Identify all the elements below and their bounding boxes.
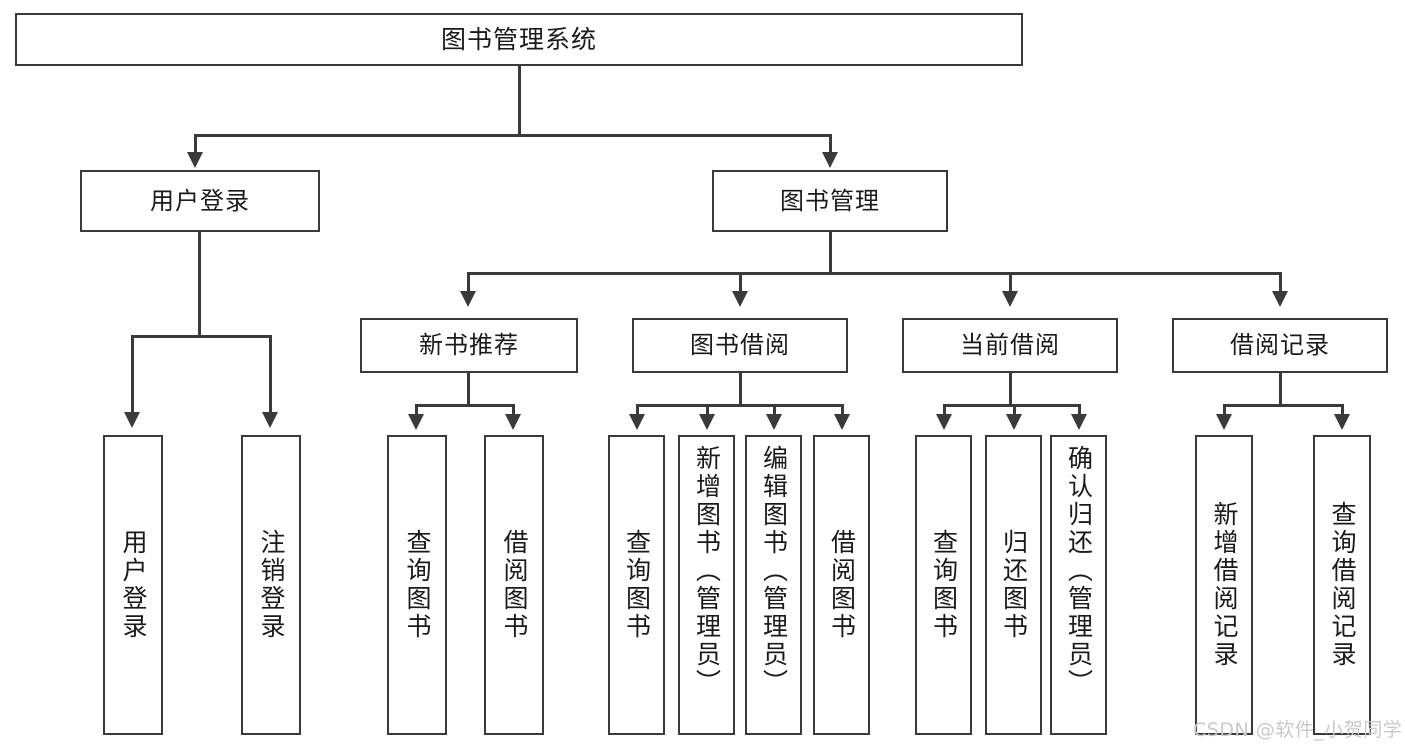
node-label: 编辑图书（管理员） [759, 445, 789, 697]
leaf-query-book-recommend[interactable]: 查询图书 [387, 435, 447, 735]
csdn-watermark: CSDN @软件_小贺同学 [1193, 719, 1403, 741]
connector-user-login-stem [198, 232, 201, 337]
leaf-confirm-return[interactable]: 确认归还（管理员） [1050, 435, 1107, 735]
connector-book-borrow-stem [739, 373, 742, 406]
node-label: 用户登录 [150, 186, 250, 215]
node-book-borrow[interactable]: 图书借阅 [632, 318, 848, 373]
node-new-book-recommend[interactable]: 新书推荐 [360, 318, 578, 373]
connector-root-leg-right [829, 134, 832, 157]
node-label: 查询图书 [403, 529, 432, 641]
connector-root-bus [195, 134, 831, 137]
arrow-to-leaf-return-book [1006, 414, 1022, 430]
arrow-to-leaf-query-book-2 [629, 414, 645, 430]
connector-book-manage-stem [829, 232, 832, 274]
arrow-to-book-manage [822, 152, 838, 168]
arrow-to-leaf-query-book-3 [936, 414, 952, 430]
arrow-to-new-book [460, 291, 476, 307]
arrow-to-leaf-borrow-book-2 [834, 414, 850, 430]
leaf-add-book[interactable]: 新增图书（管理员） [678, 435, 735, 735]
node-label: 借阅图书 [500, 529, 529, 641]
node-root-system[interactable]: 图书管理系统 [15, 13, 1023, 66]
connector-new-book-leg-1 [415, 404, 418, 416]
leaf-query-borrow-record[interactable]: 查询借阅记录 [1313, 435, 1371, 735]
node-user-login[interactable]: 用户登录 [80, 170, 320, 232]
arrow-to-leaf-edit-book [766, 414, 782, 430]
node-label: 新增借阅记录 [1210, 501, 1239, 669]
connector-book-borrow-bus [637, 404, 843, 407]
connector-borrow-record-leg-2 [1341, 404, 1344, 416]
connector-new-book-leg-2 [512, 404, 515, 416]
connector-new-book-bus [416, 404, 515, 407]
leaf-query-book-current[interactable]: 查询图书 [915, 435, 972, 735]
node-label: 当前借阅 [960, 331, 1060, 360]
connector-borrow-record-bus [1224, 404, 1343, 407]
node-label: 归还图书 [999, 529, 1029, 641]
leaf-add-borrow-record[interactable]: 新增借阅记录 [1195, 435, 1253, 735]
connector-book-manage-leg-1 [467, 272, 470, 294]
arrow-to-leaf-query-record [1334, 414, 1350, 430]
connector-book-borrow-leg-2 [706, 404, 709, 416]
node-label: 查询图书 [622, 529, 652, 641]
leaf-user-login[interactable]: 用户登录 [103, 435, 163, 735]
connector-new-book-stem [467, 373, 470, 406]
node-label: 查询借阅记录 [1328, 501, 1357, 669]
arrow-to-borrow-record [1272, 291, 1288, 307]
connector-borrow-record-leg-1 [1223, 404, 1226, 416]
node-label: 图书借阅 [690, 331, 790, 360]
arrow-to-leaf-logout [262, 412, 278, 428]
connector-user-login-leg-1 [131, 335, 134, 415]
leaf-edit-book[interactable]: 编辑图书（管理员） [745, 435, 802, 735]
connector-user-login-leg-2 [269, 335, 272, 415]
node-current-borrow[interactable]: 当前借阅 [902, 318, 1118, 373]
leaf-return-book[interactable]: 归还图书 [985, 435, 1042, 735]
arrow-to-user-login [187, 152, 203, 168]
connector-book-manage-leg-2 [739, 272, 742, 294]
node-label: 注销登录 [257, 529, 286, 641]
arrow-to-book-borrow [732, 291, 748, 307]
connector-user-login-bus [132, 335, 271, 338]
node-label: 用户登录 [119, 529, 148, 641]
connector-current-borrow-leg-2 [1013, 404, 1016, 416]
leaf-borrow-book-recommend[interactable]: 借阅图书 [484, 435, 544, 735]
node-label: 图书管理 [780, 186, 880, 215]
connector-book-manage-bus [468, 272, 1282, 275]
arrow-to-leaf-borrow-book-1 [505, 414, 521, 430]
node-book-manage[interactable]: 图书管理 [712, 170, 948, 232]
connector-root-stem [518, 66, 521, 136]
leaf-borrow-book[interactable]: 借阅图书 [813, 435, 870, 735]
connector-book-borrow-leg-4 [841, 404, 844, 416]
arrow-to-leaf-add-book [699, 414, 715, 430]
arrow-to-leaf-user-login [124, 412, 140, 428]
connector-borrow-record-stem [1279, 373, 1282, 406]
connector-book-borrow-leg-1 [636, 404, 639, 416]
arrow-to-leaf-add-record [1216, 414, 1232, 430]
connector-current-borrow-leg-3 [1078, 404, 1081, 416]
connector-current-borrow-stem [1009, 373, 1012, 406]
node-borrow-record[interactable]: 借阅记录 [1172, 318, 1388, 373]
node-label: 图书管理系统 [440, 24, 597, 54]
leaf-query-book-borrow[interactable]: 查询图书 [608, 435, 665, 735]
connector-root-leg-left [194, 134, 197, 157]
arrow-to-current-borrow [1002, 291, 1018, 307]
leaf-logout[interactable]: 注销登录 [241, 435, 301, 735]
node-label: 确认归还（管理员） [1064, 445, 1094, 697]
connector-current-borrow-leg-1 [943, 404, 946, 416]
connector-book-borrow-leg-3 [773, 404, 776, 416]
node-label: 新书推荐 [419, 331, 519, 360]
node-label: 借阅记录 [1230, 331, 1330, 360]
connector-current-borrow-bus [944, 404, 1080, 407]
node-label: 查询图书 [929, 529, 959, 641]
node-label: 借阅图书 [827, 529, 857, 641]
node-label: 新增图书（管理员） [692, 445, 722, 697]
connector-book-manage-leg-4 [1279, 272, 1282, 294]
connector-book-manage-leg-3 [1009, 272, 1012, 294]
arrow-to-leaf-query-book-1 [408, 414, 424, 430]
arrow-to-leaf-confirm-return [1071, 414, 1087, 430]
